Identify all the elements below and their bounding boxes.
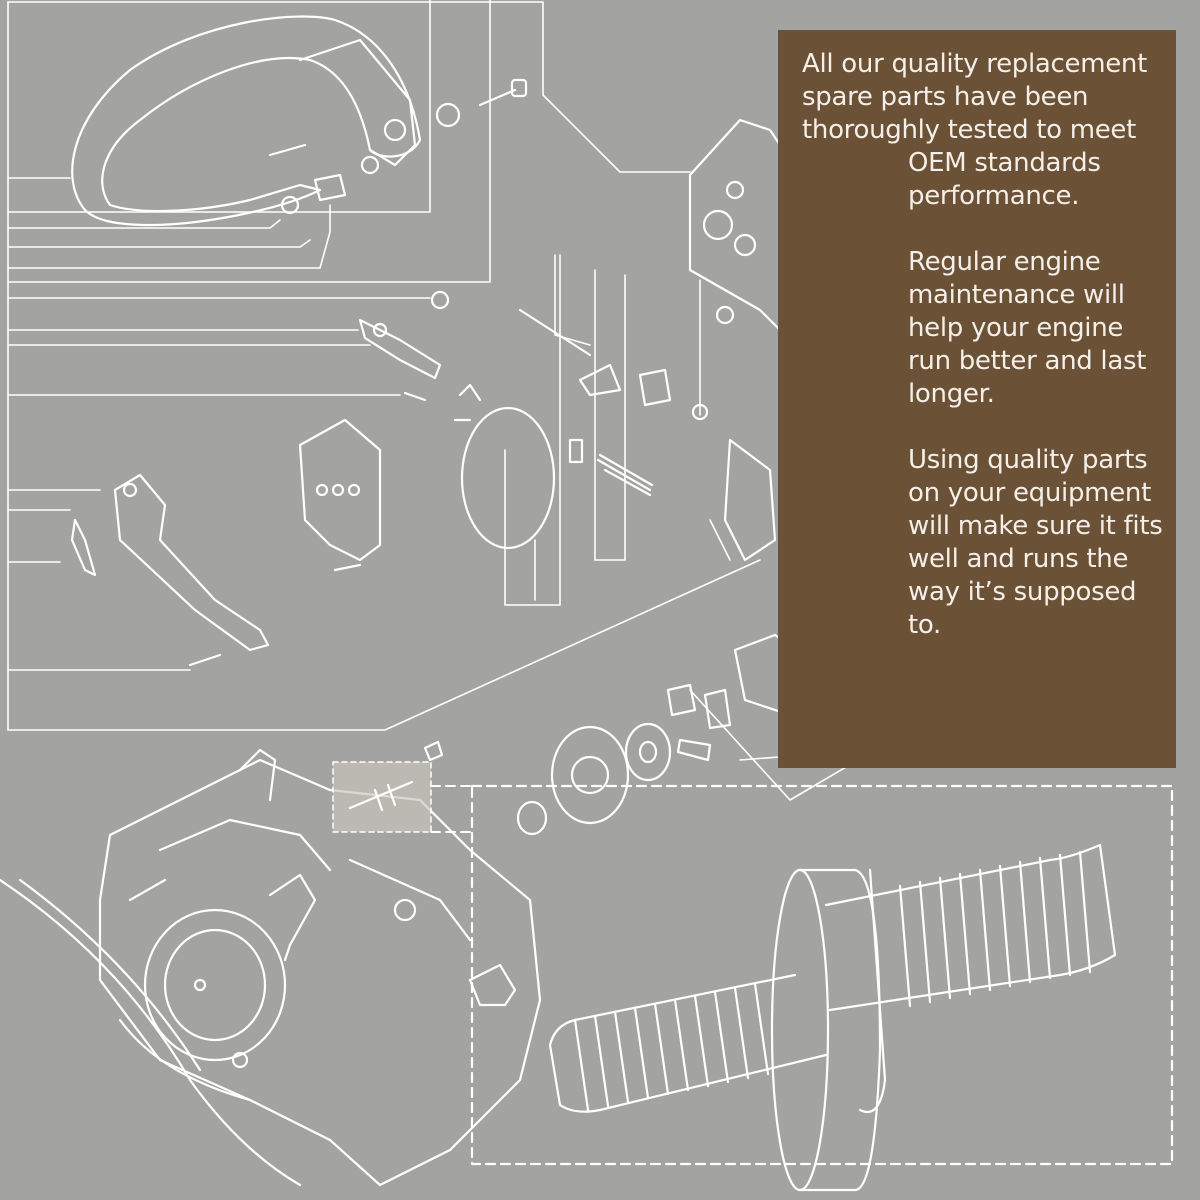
info-panel: All our quality replacement spare parts … [778,30,1176,768]
screw-icon [280,78,856,421]
top-handle-icon [71,15,422,227]
linkage-parts-icon [358,318,672,497]
brake-band-icon [453,383,556,550]
enlarged-bolt-detail-icon [548,843,1117,1192]
small-bolt-icon [348,740,444,812]
intro-text: All our quality replacement spare parts … [802,49,1148,145]
highlight-box [332,761,432,833]
detail-callout-box [470,784,1174,1166]
chain-brake-icon [70,473,270,667]
oem-text: OEM standards performance. [908,148,1101,211]
maintenance-text: Regular engine maintenance will help you… [908,247,1147,409]
cover-plate-icon [298,418,382,572]
chainsaw-body-icon [0,748,542,1187]
quality-text: Using quality parts on your equipment wi… [908,445,1163,640]
